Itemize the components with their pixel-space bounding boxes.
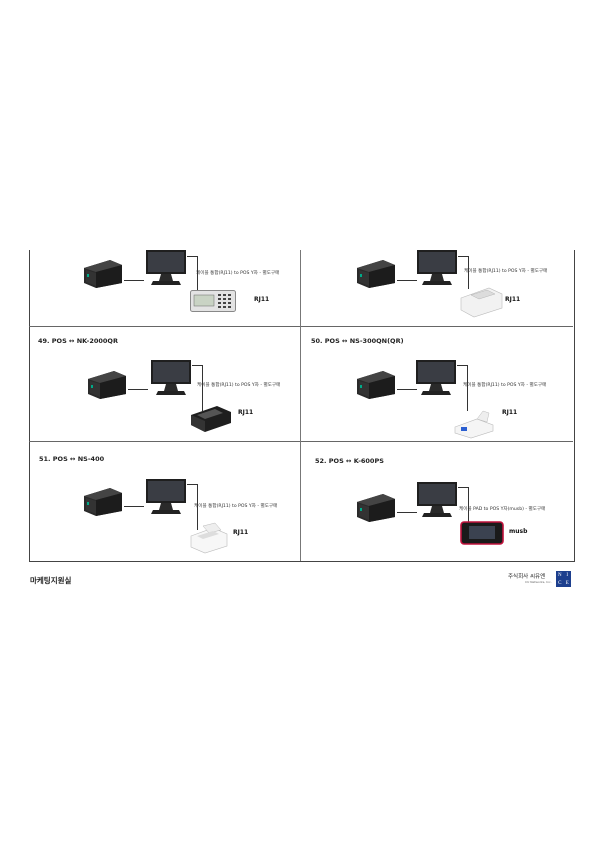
pos-monitor-icon [143, 248, 189, 286]
sign-pad-icon [460, 521, 504, 545]
qr-stand-icon [454, 410, 494, 439]
logo-letter: N [557, 572, 562, 578]
cable-line [397, 512, 417, 513]
department-label: 마케팅지원실 [30, 576, 72, 585]
cable-line [192, 365, 203, 411]
logo-letter: E [565, 580, 569, 586]
company-logo: N I C E [556, 571, 571, 587]
cable-label: 케이블 통합(RJ11) to POS Y자 - 별도구매 [463, 383, 547, 388]
cell-title: 50. POS ↔ NS-300QN(QR) [311, 337, 404, 345]
cable-line [458, 487, 469, 526]
receipt-printer-icon [353, 367, 397, 400]
receipt-printer-icon [353, 490, 397, 523]
cell-title: 49. POS ↔ NK-2000QR [38, 337, 118, 345]
pos-monitor-icon [414, 248, 460, 286]
diagram-cell: 케이블 통합(RJ11) to POS Y자 - 별도구매 RJ11 [301, 250, 571, 354]
pos-monitor-icon [148, 358, 194, 396]
card-terminal-icon [460, 287, 503, 318]
port-label: RJ11 [238, 409, 254, 416]
cable-line [124, 280, 144, 281]
receipt-printer-icon [353, 256, 397, 289]
cable-line [187, 484, 198, 530]
receipt-printer-icon [84, 367, 128, 400]
diagram-cell: 50. POS ↔ NS-300QN(QR) 케이블 통합(RJ11) to P… [301, 327, 571, 439]
receipt-printer-icon [80, 256, 124, 289]
cable-label: 케이블 통합(RJ11) to POS Y자 - 별도구매 [194, 504, 278, 509]
cable-line [397, 389, 417, 390]
cable-line [128, 389, 148, 390]
diagram-cell: 52. POS ↔ K-600PS 케이블 PAD to POS Y자(musb… [301, 442, 571, 546]
port-label: RJ11 [502, 409, 518, 416]
cable-label: 케이블 통합(RJ11) to POS Y자 - 별도구매 [464, 269, 548, 274]
cable-line [458, 256, 469, 289]
company-name: 주식회사 씨유엔 [508, 574, 546, 580]
row-divider [29, 326, 573, 327]
logo-letter: I [566, 572, 569, 578]
port-label: musb [509, 528, 528, 535]
cable-label: 케이블 통합(RJ11) to POS Y자 - 별도구매 [196, 271, 280, 276]
cable-label: 케이블 통합(RJ11) to POS Y자 - 별도구매 [197, 383, 281, 388]
receipt-printer-icon [80, 484, 124, 517]
logo-letter: C [558, 580, 562, 586]
row-divider [29, 441, 573, 442]
pos-monitor-icon [413, 358, 459, 396]
qr-reader-icon [191, 406, 231, 432]
diagram-cell: 49. POS ↔ NK-2000QR 케이블 통합(RJ11) to POS … [29, 327, 299, 432]
pos-monitor-icon [143, 477, 189, 515]
cell-title: 51. POS ↔ NS-400 [39, 455, 105, 463]
port-label: RJ11 [505, 296, 521, 303]
cable-line [124, 506, 144, 507]
diagram-cell: 케이블 통합(RJ11) to POS Y자 - 별도구매 RJ11 [29, 250, 299, 354]
cell-title: 52. POS ↔ K-600PS [315, 457, 384, 465]
port-label: RJ11 [233, 529, 249, 536]
diagram-grid [29, 250, 575, 562]
column-divider [300, 250, 301, 561]
diagram-cell: 51. POS ↔ NS-400 케이블 통합(RJ11) to POS Y자 … [29, 442, 299, 554]
cable-line [187, 256, 198, 294]
company-subtitle: CU Networks, Inc. [525, 580, 552, 584]
cable-label: 케이블 PAD to POS Y자(musb) - 별도구매 [459, 507, 546, 512]
port-label: RJ11 [254, 296, 270, 303]
cable-line [457, 365, 468, 411]
nk-2000-terminal-icon [190, 290, 236, 312]
pos-monitor-icon [414, 480, 460, 518]
ns400-terminal-icon [190, 522, 228, 554]
cable-line [397, 280, 417, 281]
